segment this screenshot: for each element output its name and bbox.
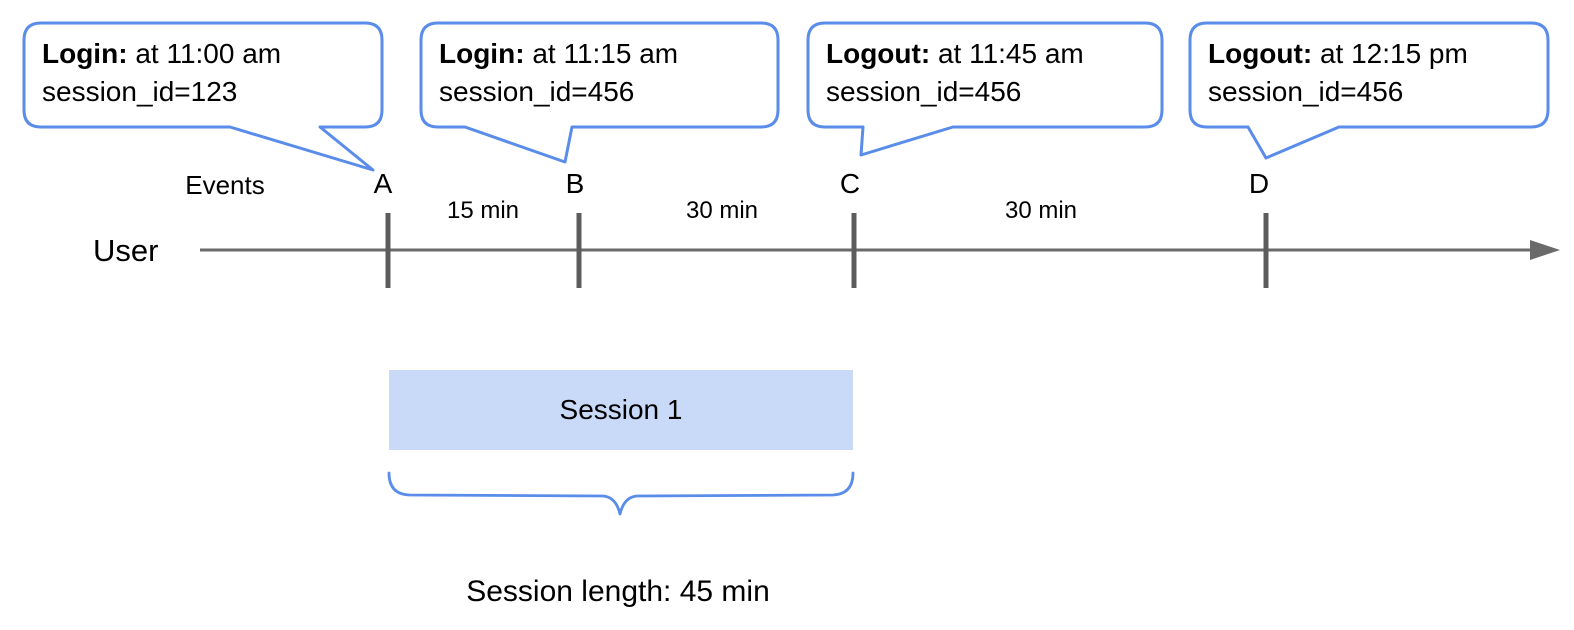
callout-bubble-a <box>22 21 384 172</box>
callout-event-time: at 12:15 pm <box>1319 38 1468 69</box>
callout-session-id: session_id=456 <box>1208 76 1404 107</box>
callout-text-b: Login: at 11:15 am session_id=456 <box>439 35 771 111</box>
event-marker-a: A <box>373 168 393 199</box>
session-bar: Session 1 <box>389 370 853 450</box>
callout-session-id: session_id=123 <box>42 76 238 107</box>
callout-line-event: Logout: at 12:15 pm <box>1208 35 1540 73</box>
event-marker-d: D <box>1248 168 1270 199</box>
callout-bubble-c <box>806 21 1164 157</box>
session-length-label: Session length: 45 min <box>466 575 770 608</box>
callout-event-type: Login: <box>42 38 128 69</box>
timeline-arrowhead-icon <box>1530 240 1560 260</box>
session-length-brace <box>387 471 855 516</box>
interval-label-cd: 30 min <box>1004 197 1078 224</box>
events-label: Events <box>185 170 265 200</box>
callout-line-event: Logout: at 11:45 am <box>826 35 1158 73</box>
callout-event-time: at 11:45 am <box>937 38 1084 69</box>
callout-line-event: Login: at 11:00 am <box>42 35 374 73</box>
callout-bubble-b <box>419 21 780 164</box>
event-marker-c: C <box>839 168 861 199</box>
callout-text-c: Logout: at 11:45 am session_id=456 <box>826 35 1158 111</box>
user-axis-label: User <box>93 233 159 268</box>
interval-label-ab: 15 min <box>446 197 520 224</box>
callout-line-event: Login: at 11:15 am <box>439 35 771 73</box>
callout-event-time: at 11:15 am <box>532 38 679 69</box>
callout-session-id: session_id=456 <box>826 76 1022 107</box>
callout-text-d: Logout: at 12:15 pm session_id=456 <box>1208 35 1540 111</box>
interval-label-bc: 30 min <box>685 197 759 224</box>
callout-session-id: session_id=456 <box>439 76 635 107</box>
callout-event-type: Logout: <box>1208 38 1313 69</box>
event-marker-b: B <box>565 168 585 199</box>
callout-event-type: Logout: <box>826 38 931 69</box>
callout-event-time: at 11:00 am <box>135 38 282 69</box>
callout-text-a: Login: at 11:00 am session_id=123 <box>42 35 374 111</box>
callout-bubble-d <box>1188 21 1550 160</box>
callout-event-type: Login: <box>439 38 525 69</box>
session-bar-label: Session 1 <box>559 394 683 425</box>
